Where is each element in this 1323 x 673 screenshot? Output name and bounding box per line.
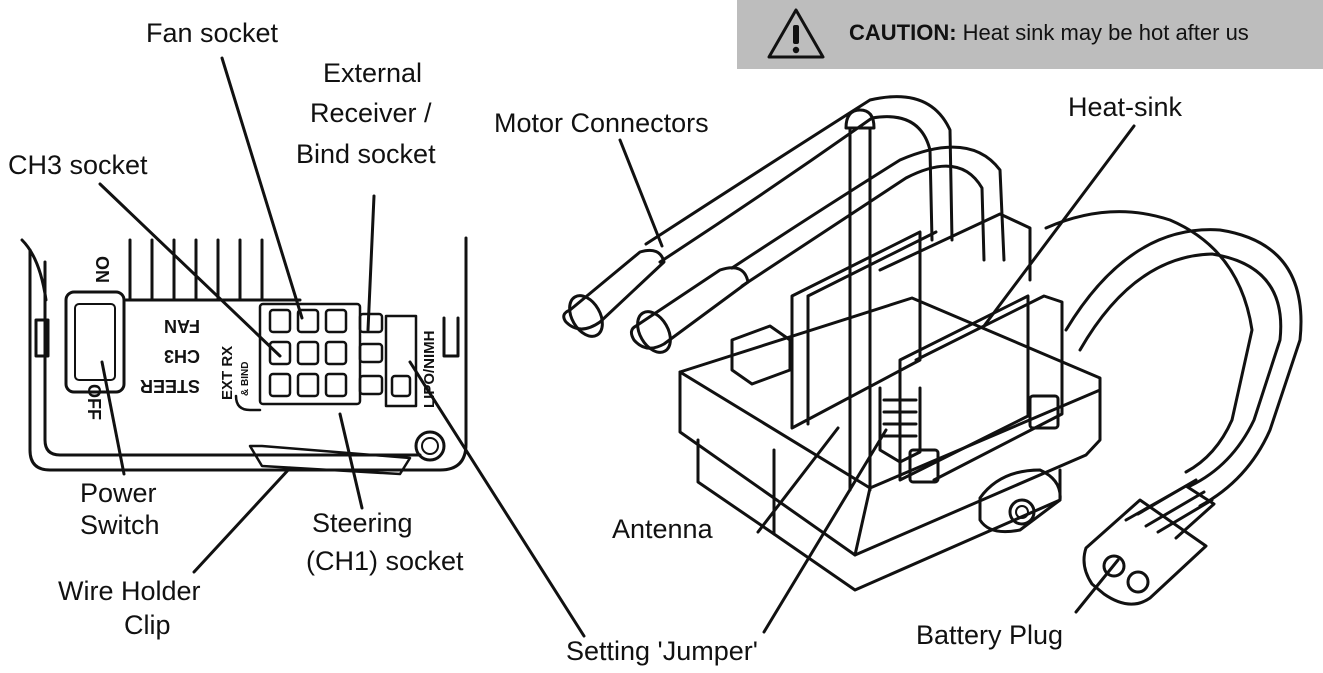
label-wire-holder-line1: Wire Holder [58,576,201,606]
board-label-on: ON [92,256,112,283]
label-battery-plug: Battery Plug [916,620,1064,650]
motor-connector-2 [629,266,750,354]
caution-message: Heat sink may be hot after us [962,20,1249,45]
board-label-steer: STEER [140,376,200,396]
esc-unit [562,95,1303,606]
battery-plug [1082,478,1216,606]
wire-holder-clip [248,444,412,476]
board-label-off: OFF [84,384,104,420]
label-steering-line2: (CH1) socket [306,546,464,576]
caution-text: CAUTION: Heat sink may be hot after us [849,20,1249,46]
label-external-receiver-line2: Receiver / [310,98,432,128]
motor-connector-1 [562,248,666,338]
label-ch3-socket: CH3 socket [8,150,148,180]
caution-banner: CAUTION: Heat sink may be hot after us [737,0,1323,69]
label-power-switch-line2: Switch [80,510,160,540]
label-antenna: Antenna [612,514,713,544]
label-power-switch-line1: Power [80,478,157,508]
label-setting-jumper: Setting 'Jumper' [566,636,758,666]
board-label-fan: FAN [164,316,200,336]
board-closeup [20,236,468,472]
caution-label: CAUTION: [849,20,957,45]
label-heat-sink: Heat-sink [1068,92,1183,122]
label-external-receiver-line3: Bind socket [296,139,436,169]
power-switch [64,290,126,394]
label-steering-line1: Steering [312,508,413,538]
label-wire-holder-line2: Clip [124,610,171,640]
warning-triangle-icon [767,8,825,59]
board-label-ext-rx: EXT RX [219,346,236,400]
board-label-bind: & BIND [240,362,251,396]
label-external-receiver-line1: External [323,58,423,88]
board-label-ch3: CH3 [164,346,200,366]
socket-block [234,302,418,412]
label-fan-socket: Fan socket [146,18,279,48]
leader-lines [98,56,1136,638]
board-label-lipo: LIPO/NIMH [421,331,438,409]
label-motor-connectors: Motor Connectors [494,108,709,138]
